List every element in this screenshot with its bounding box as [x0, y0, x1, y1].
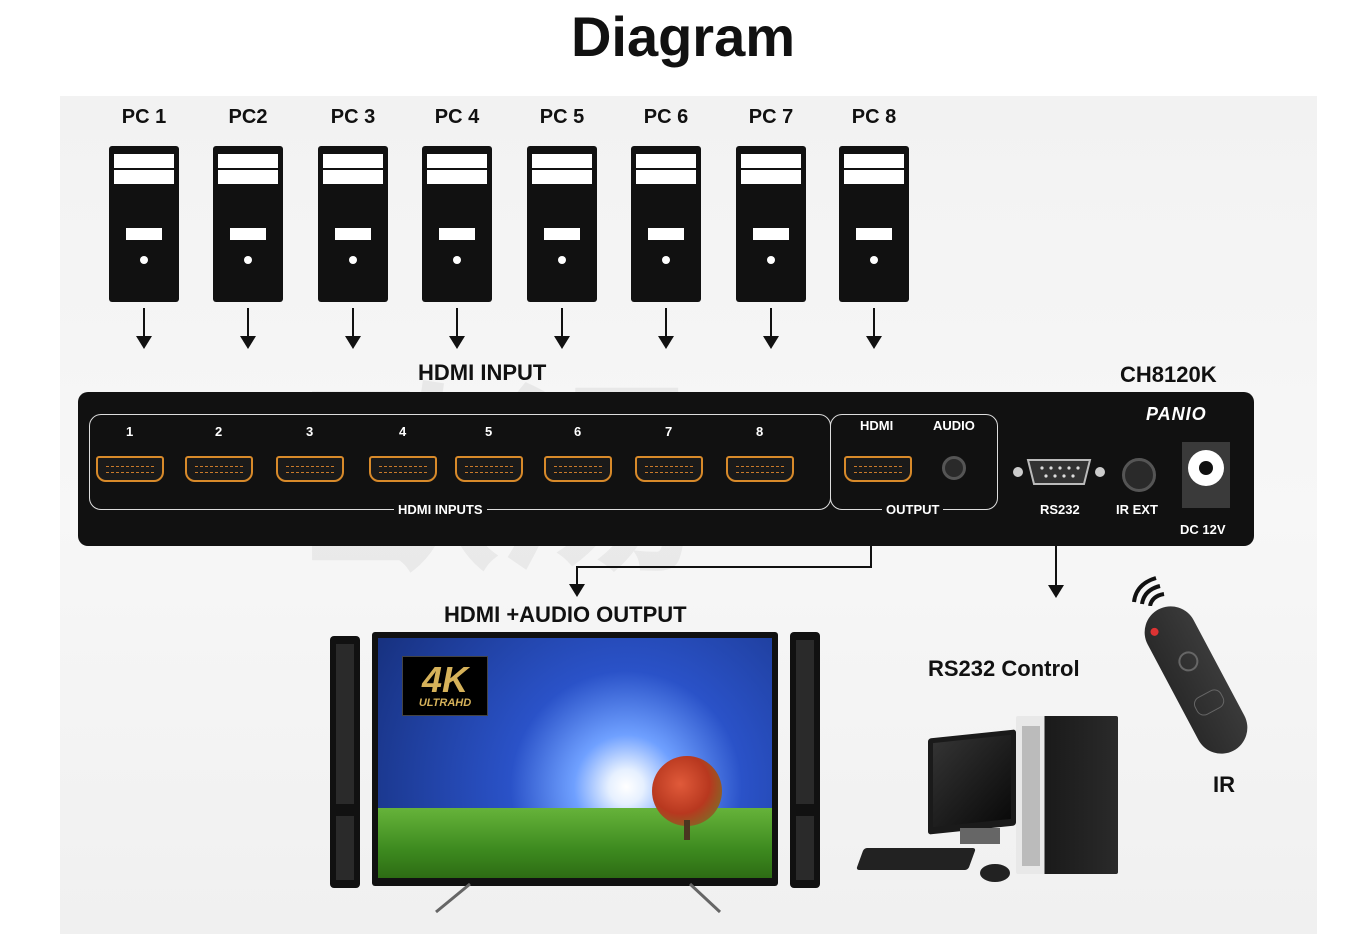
tv-display: 4K ULTRAHD [372, 632, 778, 886]
pc-tower-icon [736, 146, 806, 302]
hdmi-port-number: 7 [665, 424, 673, 439]
4k-badge-sub: ULTRAHD [418, 697, 472, 709]
pc-tower-icon [839, 146, 909, 302]
pc-tower-icon [109, 146, 179, 302]
output-line-down [576, 566, 578, 590]
hdmi-input-port [726, 456, 794, 482]
ir-signal-icon [1132, 576, 1165, 606]
rs232-control-label: RS232 Control [928, 656, 1080, 681]
pc-connector-line [770, 308, 772, 340]
pc-tower-icon [213, 146, 283, 302]
pc-tower-icon [527, 146, 597, 302]
down-arrow-icon [763, 336, 779, 349]
4k-badge-main: 4K [421, 659, 469, 700]
output-hdmi-label: HDMI [860, 418, 894, 433]
hdmi-port-number: 4 [399, 424, 407, 439]
pc-connector-line [873, 308, 875, 340]
pc-connector-line [143, 308, 145, 340]
dc-power-port [1182, 442, 1230, 508]
right-speaker [790, 632, 820, 888]
output-group-label: OUTPUT [882, 502, 944, 517]
monitor-stand [960, 828, 1000, 844]
ir-label: IR [1213, 772, 1235, 797]
audio-output-jack [942, 456, 966, 480]
hdmi-port-number: 6 [574, 424, 582, 439]
hdmi-input-port [185, 456, 253, 482]
down-arrow-icon [345, 336, 361, 349]
down-arrow-icon [554, 336, 570, 349]
brand-logo: PANIO [1146, 404, 1207, 424]
pc-tower-icon [318, 146, 388, 302]
keyboard [855, 848, 977, 870]
pc-connector-line [456, 308, 458, 340]
hdmi-inputs-group-label: HDMI INPUTS [394, 502, 487, 517]
down-arrow-icon [240, 336, 256, 349]
down-arrow-icon [136, 336, 152, 349]
pc-tower-icon [422, 146, 492, 302]
tv-grass [378, 808, 772, 878]
hdmi-input-port [635, 456, 703, 482]
hdmi-input-port [544, 456, 612, 482]
hdmi-port-number: 8 [756, 424, 764, 439]
ir-ext-label: IR EXT [1116, 502, 1158, 517]
pc-label: PC 8 [851, 106, 897, 128]
tv-stand [435, 882, 722, 914]
4k-badge: 4K ULTRAHD [402, 656, 488, 716]
rs232-line [1055, 546, 1057, 588]
ir-ext-jack [1122, 458, 1156, 492]
pc-label: PC 1 [121, 106, 167, 128]
output-audio-label: AUDIO [933, 418, 975, 433]
hdmi-input-port [455, 456, 523, 482]
hdmi-port-number: 2 [215, 424, 223, 439]
computer-tower [1016, 716, 1118, 874]
rs232-arrowhead [1048, 585, 1064, 598]
hdmi-port-number: 1 [126, 424, 134, 439]
tv-tree-trunk [684, 820, 690, 840]
pc-connector-line [665, 308, 667, 340]
rs232-label: RS232 [1040, 502, 1080, 517]
mouse [980, 864, 1010, 882]
pc-tower-icon [631, 146, 701, 302]
pc-label: PC 5 [539, 106, 585, 128]
model-label: CH8120K [1120, 362, 1217, 387]
hdmi-input-label: HDMI INPUT [418, 360, 547, 385]
pc-label: PC 6 [643, 106, 689, 128]
output-line-horizontal [576, 566, 872, 568]
hdmi-port-number: 3 [306, 424, 314, 439]
down-arrow-icon [658, 336, 674, 349]
rs232-port [1010, 456, 1108, 488]
page-title: Diagram [570, 5, 796, 68]
pc-connector-line [561, 308, 563, 340]
output-title: HDMI +AUDIO OUTPUT [444, 602, 687, 627]
pc-connector-line [247, 308, 249, 340]
hdmi-input-port [276, 456, 344, 482]
down-arrow-icon [449, 336, 465, 349]
computer-monitor [928, 729, 1016, 835]
hdmi-input-port [96, 456, 164, 482]
tv-tree-canopy [652, 756, 722, 826]
hdmi-switch-device: HDMI INPUTS 1 2 3 4 5 6 7 8 OUTPUT HDMI AUDIO R… [78, 392, 1254, 546]
dc-label: DC 12V [1180, 522, 1226, 537]
output-line-vertical [870, 546, 872, 568]
hdmi-port-number: 5 [485, 424, 493, 439]
hdmi-output-port [844, 456, 912, 482]
down-arrow-icon [866, 336, 882, 349]
hdmi-input-port [369, 456, 437, 482]
pc-label: PC 7 [748, 106, 794, 128]
pc-label: PC2 [228, 106, 268, 128]
pc-label: PC 3 [330, 106, 376, 128]
left-speaker [330, 636, 360, 888]
pc-label: PC 4 [434, 106, 480, 128]
pc-connector-line [352, 308, 354, 340]
output-arrowhead [569, 584, 585, 597]
